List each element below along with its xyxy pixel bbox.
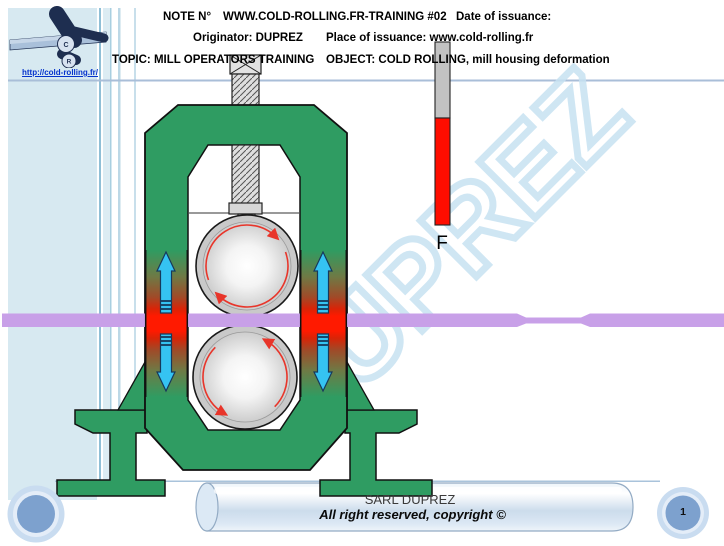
logo-top-roll — [49, 6, 82, 48]
topic-label: TOPIC: MILL OPERATORS TRAINING — [112, 54, 315, 66]
left-accent-band-2 — [103, 8, 110, 481]
date-of-issuance-label: Date of issuance: — [456, 11, 552, 23]
originator-label: Originator: DUPREZ — [193, 32, 303, 44]
force-label: F — [436, 233, 448, 254]
page-number: 1 — [680, 506, 686, 518]
right-foot-beam — [319, 409, 433, 497]
bottom-work-roll — [192, 324, 298, 430]
screw-collar — [228, 202, 263, 215]
footer-company: SARL DUPREZ — [364, 492, 456, 507]
place-of-issuance-label: Place of issuance: www.cold-rolling.fr — [326, 32, 534, 44]
footer-copyright: All right reserved, copyright © — [319, 507, 506, 522]
stretch-break-marks — [160, 300, 329, 346]
left-post-down-arrow — [156, 333, 176, 393]
right-post-down-arrow — [313, 333, 333, 393]
left-foot-beam — [56, 409, 166, 497]
bottom-roll-rotation-arrow-ccw — [261, 338, 288, 408]
top-work-roll — [195, 214, 299, 318]
header-divider-rule — [8, 79, 724, 82]
left-gusset — [116, 359, 146, 411]
logo-url-link[interactable]: http://cold-rolling.fr/ — [22, 68, 98, 77]
logo-roll-cap-r — [61, 53, 77, 68]
rolled-strip — [2, 313, 724, 327]
left-accent-line-2 — [110, 8, 112, 481]
post-edge-lines — [144, 250, 348, 397]
bottom-left-ornament-circle — [7, 485, 65, 543]
left-post-up-arrow — [156, 250, 176, 314]
page-number-circle — [657, 487, 709, 539]
logo-letter-r: R — [67, 59, 72, 66]
object-label: OBJECT: COLD ROLLING, mill housing defor… — [326, 54, 610, 66]
screw-lower-rod — [231, 144, 260, 205]
note-number-label: NOTE N° — [163, 11, 212, 23]
left-accent-line-4 — [134, 8, 136, 481]
logo-letter-c: C — [63, 42, 68, 49]
screw-upper-rod — [231, 73, 260, 108]
right-post-up-arrow — [313, 250, 333, 314]
left-accent-line-1 — [99, 8, 101, 481]
logo-arm — [65, 25, 109, 43]
logo-roll-cap-c — [57, 35, 75, 53]
force-indicator-bar — [434, 41, 451, 226]
right-gusset — [346, 359, 376, 411]
top-roll-rotation-arrow-cw — [205, 224, 280, 281]
left-accent-line-3 — [118, 8, 121, 481]
bottom-pipe — [195, 482, 634, 532]
note-reference: WWW.COLD-ROLLING.FR-TRAINING #02 — [223, 11, 447, 23]
cold-rolling-logo: C R — [8, 6, 112, 68]
